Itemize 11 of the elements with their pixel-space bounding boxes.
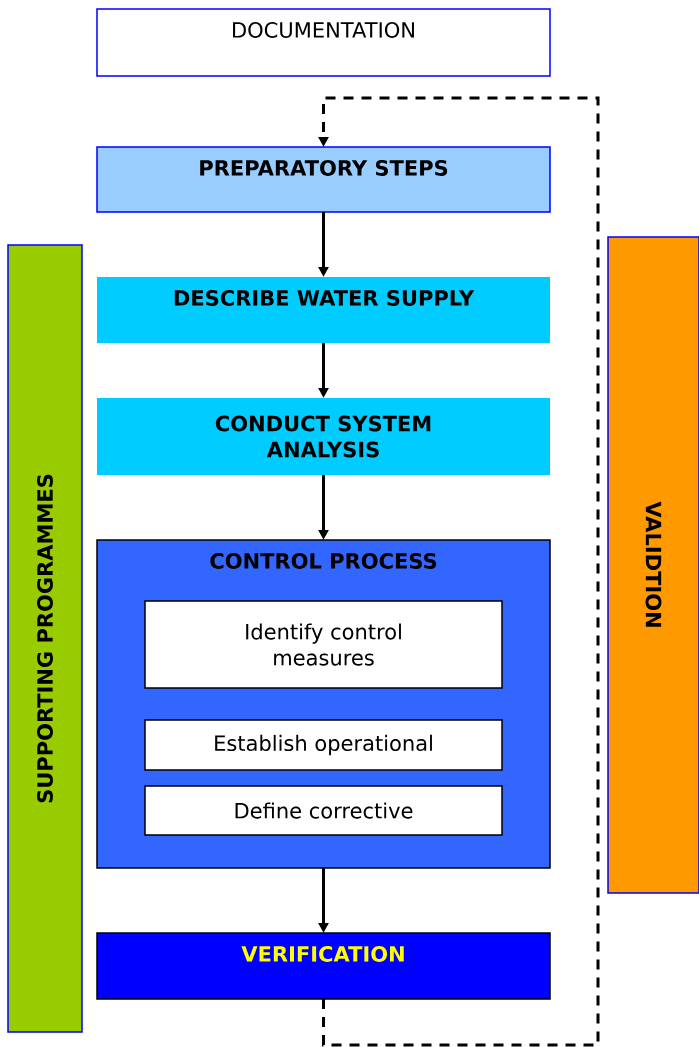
side-band: SUPPORTING PROGRAMMES: [7, 244, 83, 1033]
side-band: VALIDTION: [607, 236, 699, 894]
process-box: CONDUCT SYSTEM ANALYSIS: [97, 398, 550, 475]
process-box: PREPARATORY STEPS: [96, 146, 551, 213]
process-box: DESCRIBE WATER SUPPLY: [97, 277, 550, 343]
step-box: Establish operational: [144, 719, 503, 771]
dashed-arrow: [318, 96, 600, 1047]
step-box: Identify control measures: [144, 600, 503, 689]
step-box: Define corrective: [144, 785, 503, 836]
process-box: VERIFICATION: [96, 932, 551, 1000]
process-box: DOCUMENTATION: [96, 8, 551, 77]
